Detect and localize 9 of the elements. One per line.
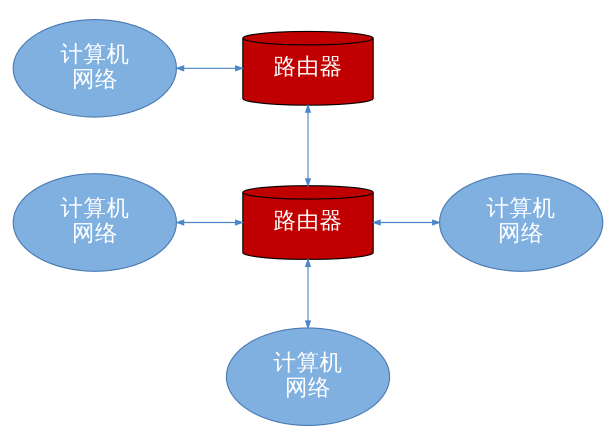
arrow [372, 218, 442, 226]
arrow [304, 103, 312, 187]
arrow [175, 218, 244, 226]
node-ellipse: 计算机网络 [226, 326, 390, 426]
node-ellipse: 计算机网络 [12, 18, 178, 118]
node-ellipse: 计算机网络 [12, 172, 178, 272]
arrow [304, 257, 312, 329]
node-ellipse: 计算机网络 [438, 172, 604, 272]
arrow [175, 64, 244, 71]
